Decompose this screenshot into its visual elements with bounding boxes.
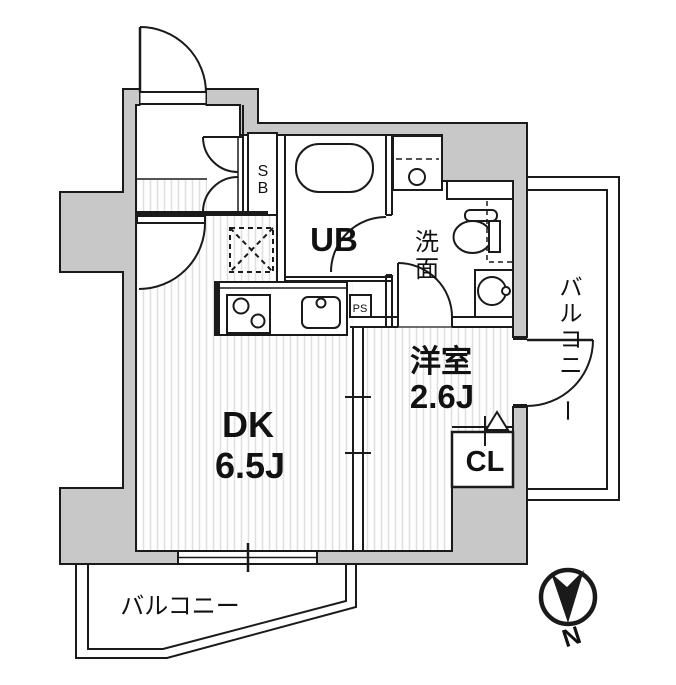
toilet-shelf [446, 180, 514, 200]
washroom-door-swing-arc [397, 262, 453, 318]
hall-door-swing-arc [138, 222, 206, 290]
dk-label: DK [222, 404, 274, 445]
closet-cl [450, 410, 515, 489]
unit-bath-label: UB [310, 221, 358, 258]
western-room-size-label: 2.6J [410, 378, 474, 415]
basin-faucet [501, 286, 511, 296]
cl-box [450, 430, 515, 489]
kitchen-faucet [315, 297, 327, 309]
balcony-bottom-label: バルコニー [120, 593, 240, 620]
cl-label: CL [466, 446, 505, 478]
compass: N [538, 567, 598, 653]
dk-window [177, 543, 318, 572]
bath-door-swing-arc [330, 216, 387, 273]
toilet-tank [488, 220, 501, 253]
balcony-door-swing-arc [526, 339, 594, 407]
pipe-space-box [349, 294, 372, 318]
closet-door-arc-top [202, 136, 239, 173]
balcony-bottom-outer [75, 564, 357, 659]
closet-door-arc-bottom [202, 176, 239, 213]
dk-size-label: 6.5J [215, 445, 285, 486]
balconies [75, 176, 620, 659]
kitchen [214, 227, 372, 336]
partition-ticks [345, 396, 371, 454]
stove-burner-2 [250, 313, 266, 329]
kitchen-sink [301, 296, 341, 329]
hall-door-leaf [136, 215, 206, 224]
balcony-side-inner [527, 189, 608, 490]
entrance-threshold-lines [140, 91, 206, 105]
bathtub [295, 143, 374, 193]
cl-door-triangle [484, 410, 510, 431]
unit-bath-walls [276, 135, 392, 282]
unit-bath [276, 135, 393, 327]
balcony-side-outer [527, 176, 620, 501]
entrance-door-swing-arc [139, 26, 207, 94]
balcony-side-label: バルコニー [555, 274, 583, 422]
entrance [138, 26, 207, 106]
balcony-door [513, 338, 594, 407]
genkan-floor [136, 180, 207, 213]
balcony-door-sill-lines [513, 338, 527, 406]
hall-door-swing-area [139, 223, 205, 289]
genkan-step-threshold [136, 211, 268, 216]
wall-west [59, 88, 179, 565]
stove [226, 294, 271, 334]
refrigerator-space [229, 227, 274, 273]
entry-storage [136, 105, 278, 216]
toilet-lid [464, 209, 498, 222]
washroom [350, 135, 514, 328]
kitchen-counter-edge [215, 282, 220, 335]
toilet-partition-dashed [486, 201, 512, 263]
balcony-bottom-inner [87, 564, 347, 650]
stove-burner-1 [232, 297, 250, 315]
toilet-bowl [452, 220, 493, 254]
compass-needle-icon [551, 570, 584, 623]
ps-label: PS [353, 303, 368, 315]
western-room-label: 洋室 [410, 344, 472, 379]
partition-lines [352, 327, 364, 551]
washroom-label: 洗面 [415, 229, 439, 283]
hall-door [136, 215, 206, 290]
washer-drain-icon [408, 168, 426, 186]
room-partition [345, 327, 371, 551]
